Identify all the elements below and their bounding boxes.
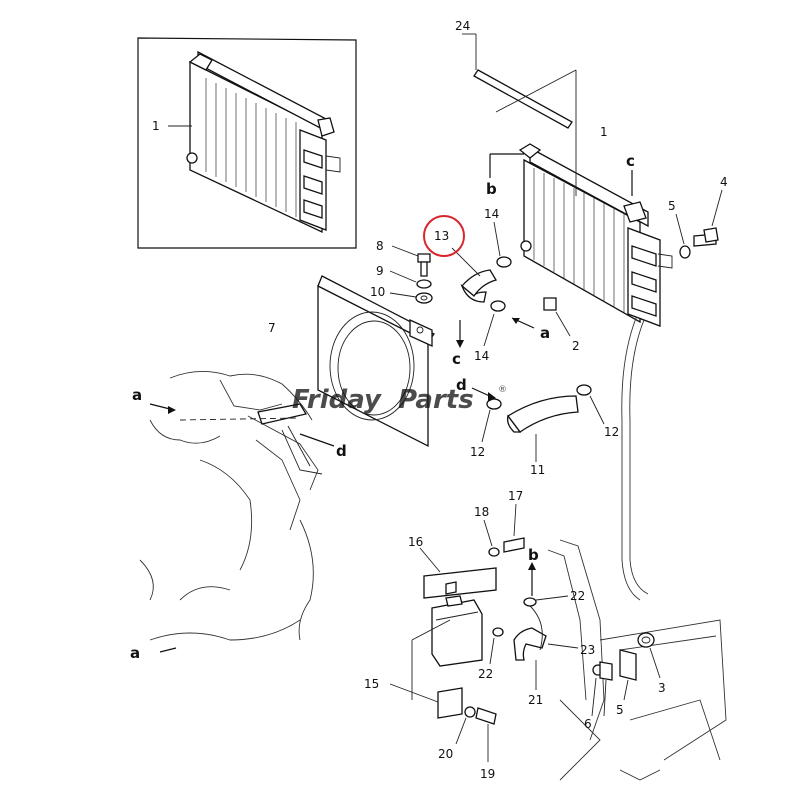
- callout-24: 24: [455, 19, 470, 33]
- clamp-23: [547, 643, 579, 649]
- clamp-14-upper: [493, 221, 512, 268]
- callout-8: 8: [376, 239, 384, 253]
- engine-outline: [139, 371, 323, 641]
- ref-a-right: a: [540, 324, 550, 342]
- bolt-19: [475, 707, 497, 762]
- callout-22-lower: 22: [478, 667, 493, 681]
- reserve-tank: [431, 595, 483, 667]
- callout-labels: 24 1 1 8 9 10 13 14 14 5 4 7 2 11 12 12 …: [268, 19, 728, 781]
- clamp-22-lower: [489, 627, 504, 665]
- chassis-frame: [547, 539, 727, 781]
- callout-13: 13: [434, 229, 449, 243]
- clamp-14-lower: [483, 300, 506, 347]
- callout-21: 21: [528, 693, 543, 707]
- upper-hose-13: [451, 247, 497, 303]
- callout-5-lower: 5: [616, 703, 624, 717]
- callout-16: 16: [408, 535, 423, 549]
- ref-a-bottom: a: [130, 644, 140, 662]
- washer-18: [483, 519, 500, 557]
- ref-b-top: b: [486, 180, 497, 198]
- ref-d-left: d: [336, 442, 347, 460]
- lower-hose-11: [506, 395, 579, 462]
- ref-c-lower: c: [452, 350, 461, 368]
- watermark-text-friday: Friday: [292, 385, 382, 415]
- callout-1-inset: 1: [152, 119, 160, 133]
- inset-panel: 1: [137, 37, 357, 249]
- tank-bracket-15: [389, 619, 463, 719]
- ref-c-top: c: [626, 152, 635, 170]
- bolt-17: [503, 503, 525, 553]
- overflow-tube: [621, 317, 649, 601]
- washer-9: [389, 270, 432, 289]
- callout-22-upper: 22: [570, 589, 585, 603]
- seal-strip-24: [462, 33, 577, 196]
- radiator-main: [518, 143, 673, 327]
- callout-1: 1: [600, 125, 608, 139]
- callout-23: 23: [580, 643, 595, 657]
- drain-plug-2: [543, 297, 571, 337]
- washer-5-lower: [619, 649, 637, 701]
- clamp-12-left: [481, 398, 502, 443]
- callout-7: 7: [268, 321, 276, 335]
- washer-10: [389, 292, 433, 304]
- callout-17: 17: [508, 489, 523, 503]
- inset-radiator: [186, 50, 341, 234]
- bolt-8: [391, 245, 431, 277]
- watermark-text-parts: Parts: [398, 385, 474, 415]
- letter-labels: a a a b b c c d d: [130, 152, 635, 662]
- callout-12-right: 12: [604, 425, 619, 439]
- callout-2: 2: [572, 339, 580, 353]
- callout-4: 4: [720, 175, 728, 189]
- callout-5-top: 5: [668, 199, 676, 213]
- callout-10: 10: [370, 285, 385, 299]
- callout-14-lower: 14: [474, 349, 489, 363]
- bushing-6: [591, 661, 613, 717]
- ref-arrows: [149, 153, 633, 653]
- callout-14-upper: 14: [484, 207, 499, 221]
- bracket-16: [419, 547, 497, 599]
- washer-20: [455, 706, 476, 745]
- watermark-registered-mark: ®: [498, 385, 507, 395]
- ref-a-left: a: [132, 386, 142, 404]
- callout-19: 19: [480, 767, 495, 781]
- fan-shroud-7: [317, 275, 435, 448]
- clamp-12-right: [576, 384, 605, 425]
- callout-11: 11: [530, 463, 545, 477]
- watermark-logo: Friday Parts ®: [292, 385, 507, 415]
- callout-15: 15: [364, 677, 379, 691]
- overflow-hose-21: [513, 603, 547, 690]
- callout-3: 3: [658, 681, 666, 695]
- callout-20: 20: [438, 747, 453, 761]
- bolt-4: [693, 189, 723, 247]
- ref-d-right: d: [456, 376, 467, 394]
- callout-9: 9: [376, 264, 384, 278]
- clamp-22-upper: [523, 595, 569, 607]
- callout-6: 6: [584, 717, 592, 731]
- washer-5-top: [675, 213, 691, 259]
- callout-18: 18: [474, 505, 489, 519]
- callout-12-left: 12: [470, 445, 485, 459]
- ref-b-bottom: b: [528, 546, 539, 564]
- highlight-circle: [423, 215, 465, 257]
- leader-3: [649, 647, 661, 679]
